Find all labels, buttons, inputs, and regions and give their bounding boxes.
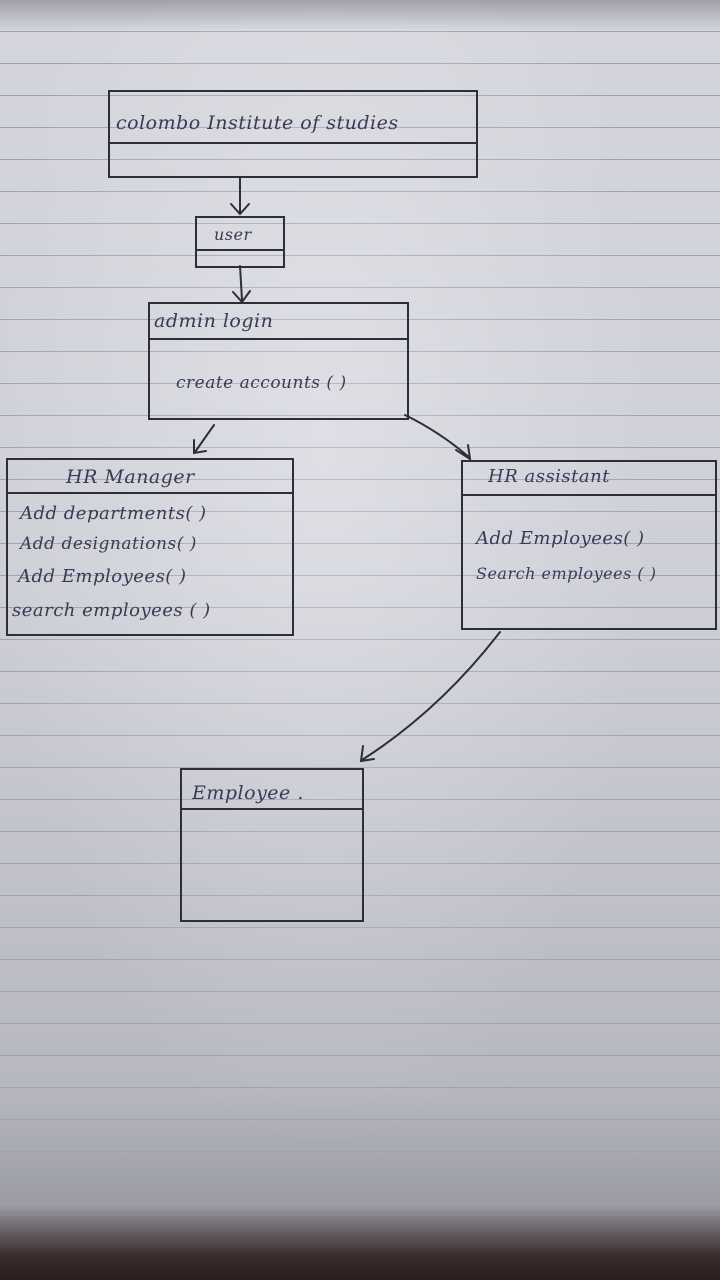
hr-assistant-method-2: Search employees ( ) — [476, 564, 657, 583]
employee-title: Employee . — [192, 782, 304, 804]
arrow-hr-assistant-to-employee — [359, 631, 501, 763]
page-shadow-top — [0, 0, 720, 30]
hr-manager-method-1: Add departments( ) — [20, 503, 207, 524]
user-class-box — [195, 216, 285, 268]
hr-manager-class-box — [6, 458, 294, 636]
arrow-user-to-admin — [232, 265, 251, 304]
hr-manager-method-3: Add Employees( ) — [18, 566, 187, 587]
admin-login-class-box — [148, 302, 409, 420]
user-divider — [197, 249, 283, 251]
hr-manager-title: HR Manager — [66, 466, 195, 488]
institute-class-box — [108, 90, 478, 178]
hr-manager-method-4: search employees ( ) — [12, 600, 211, 621]
hr-assistant-title: HR assistant — [488, 466, 610, 487]
user-label: user — [214, 225, 252, 244]
admin-login-title: admin login — [154, 310, 274, 332]
hr-manager-divider — [8, 492, 292, 494]
arrow-institute-to-user — [230, 177, 250, 216]
hr-manager-method-2: Add designations( ) — [20, 534, 197, 554]
admin-method: create accounts ( ) — [176, 373, 347, 393]
employee-divider — [182, 808, 362, 810]
employee-class-box — [180, 768, 364, 922]
institute-title: colombo Institute of studies — [116, 112, 399, 134]
arrow-admin-to-hr-assistant — [404, 414, 472, 462]
hr-assistant-divider — [463, 494, 715, 496]
institute-divider — [110, 142, 476, 144]
hr-assistant-class-box — [461, 460, 717, 630]
page-shadow-bottom — [0, 1205, 720, 1280]
admin-login-divider — [150, 338, 407, 340]
arrow-admin-to-hr-manager — [193, 424, 215, 455]
hr-assistant-method-1: Add Employees( ) — [476, 528, 645, 549]
